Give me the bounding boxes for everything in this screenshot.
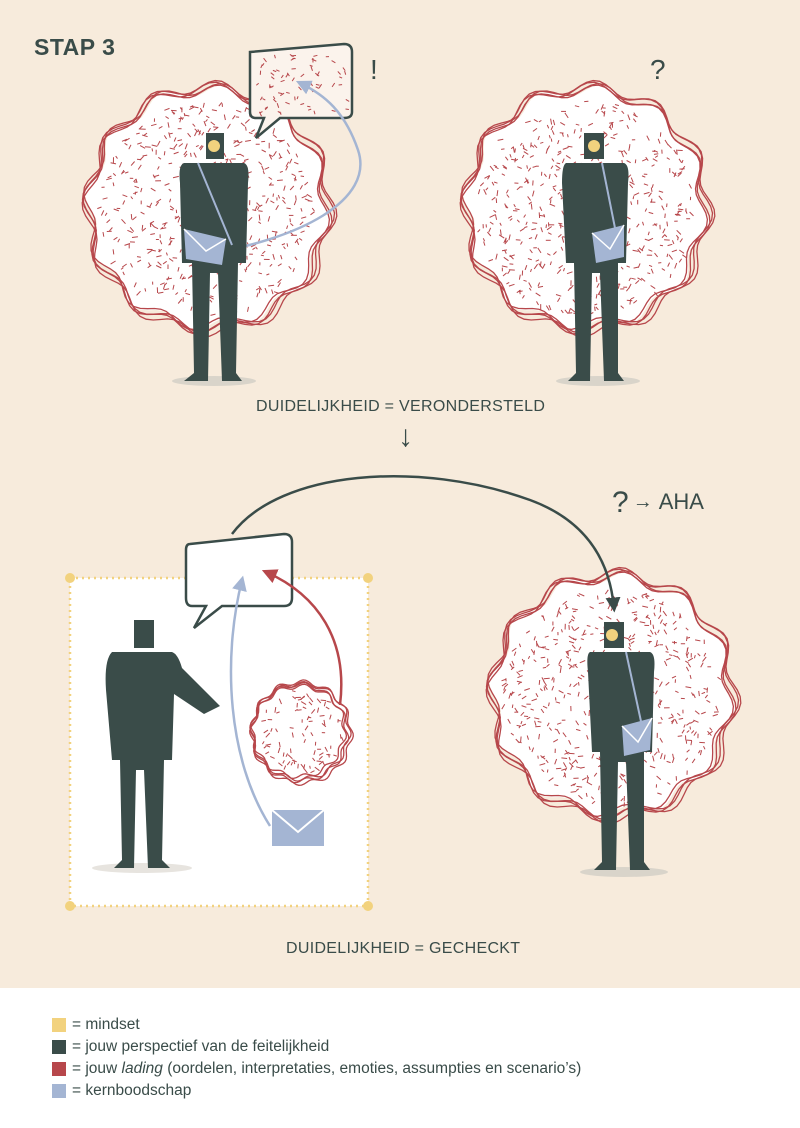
arrow-down-icon: ↓	[398, 420, 413, 453]
envelope-icon	[271, 809, 325, 846]
legend-label: = kernboodschap	[72, 1082, 192, 1099]
lading-swatch	[52, 1062, 66, 1076]
arrow-lading-to-bubble	[261, 569, 343, 706]
legend-item-mindset: = mindset	[52, 1014, 581, 1036]
exclamation-mark: !	[370, 54, 378, 85]
legend-item-kernboodschap: = kernboodschap	[52, 1080, 581, 1102]
person-top-right	[556, 133, 640, 386]
legend-label: = mindset	[72, 1016, 140, 1033]
aha-word: AHA	[658, 489, 704, 514]
legend-label-italic: lading	[121, 1060, 163, 1077]
lading-blob-small	[249, 679, 354, 786]
caption-assumed: DUIDELIJKHEID = VERONDERSTELD	[256, 398, 546, 415]
person-top-left	[172, 133, 256, 386]
arrow-bubble-to-person	[231, 475, 621, 613]
legend-label: = jouw	[72, 1060, 122, 1077]
step-title: STAP 3	[34, 34, 116, 60]
aha-label: ?→AHA	[612, 486, 704, 520]
legend-item-lading: = jouw lading (oordelen, interpretaties,…	[52, 1058, 581, 1080]
legend-item-perspective: = jouw perspectief van de feitelijkheid	[52, 1036, 581, 1058]
person-speaker	[92, 620, 220, 873]
legend: = mindset = jouw perspectief van de feit…	[52, 1014, 581, 1102]
caption-checked: DUIDELIJKHEID = GECHECKT	[286, 940, 521, 957]
legend-label-suffix: (oordelen, interpretaties, emoties, assu…	[162, 1060, 582, 1077]
speech-bubble-top	[248, 42, 354, 139]
question-mark: ?	[650, 54, 666, 85]
arrow-message-to-bubble	[199, 80, 362, 257]
diagram-canvas	[65, 42, 742, 911]
aha-arrow-icon: →	[632, 491, 653, 513]
legend-label: = jouw perspectief van de feitelijkheid	[72, 1038, 330, 1055]
aha-question: ?	[612, 486, 629, 519]
mindset-swatch	[52, 1018, 66, 1032]
perspective-swatch	[52, 1040, 66, 1054]
kernboodschap-swatch	[52, 1084, 66, 1098]
person-bottom-right	[580, 622, 668, 877]
arrow-envelope-to-bubble	[229, 575, 272, 827]
